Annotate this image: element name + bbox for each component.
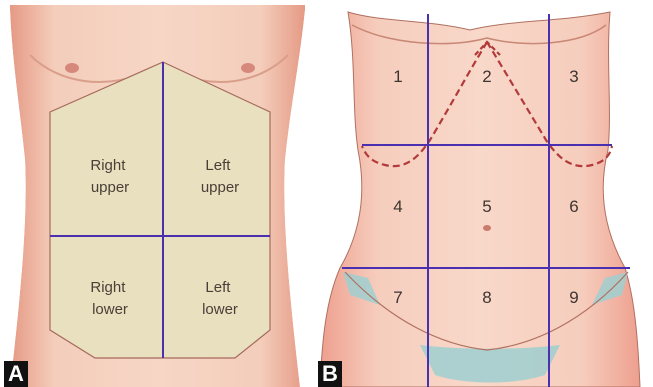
region-1: 1 (393, 67, 402, 86)
panel-b: 1 2 3 4 5 6 7 8 9 (318, 0, 653, 387)
panel-a-tag: A (4, 361, 28, 387)
region-7: 7 (393, 288, 402, 307)
nipple-left-a (241, 63, 255, 73)
region-8: 8 (482, 288, 491, 307)
region-4: 4 (393, 197, 402, 216)
region-9: 9 (569, 288, 578, 307)
region-2: 2 (482, 67, 491, 86)
region-3: 3 (569, 67, 578, 86)
panel-a: Right upper Left upper Right lower Left … (0, 0, 340, 387)
panel-b-tag: B (318, 361, 342, 387)
region-6: 6 (569, 197, 578, 216)
region-5: 5 (482, 197, 491, 216)
nipple-right-a (65, 63, 79, 73)
navel (483, 225, 491, 231)
torso-b (320, 12, 640, 387)
